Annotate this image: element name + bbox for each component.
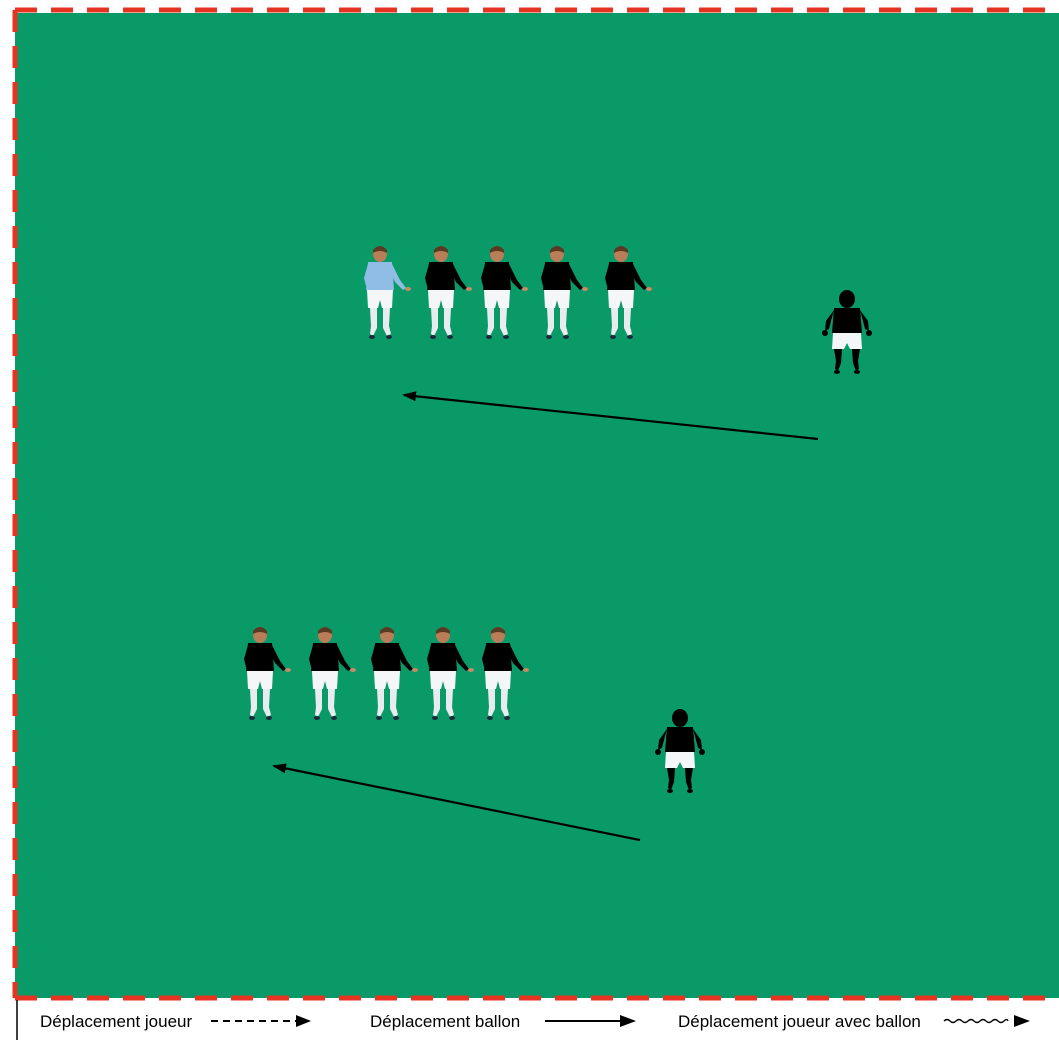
solid-arrow-icon — [545, 1015, 636, 1027]
pitch — [15, 10, 1059, 998]
legend-player-with-ball-label: Déplacement joueur avec ballon — [678, 1012, 921, 1031]
legend-player-move-label: Déplacement joueur — [40, 1012, 192, 1031]
legend-ball-move-label: Déplacement ballon — [370, 1012, 520, 1031]
legend: Déplacement joueur Déplacement ballon Dé… — [17, 1000, 1030, 1040]
dashed-arrow-icon — [211, 1015, 311, 1027]
wavy-arrow-icon — [944, 1015, 1030, 1027]
